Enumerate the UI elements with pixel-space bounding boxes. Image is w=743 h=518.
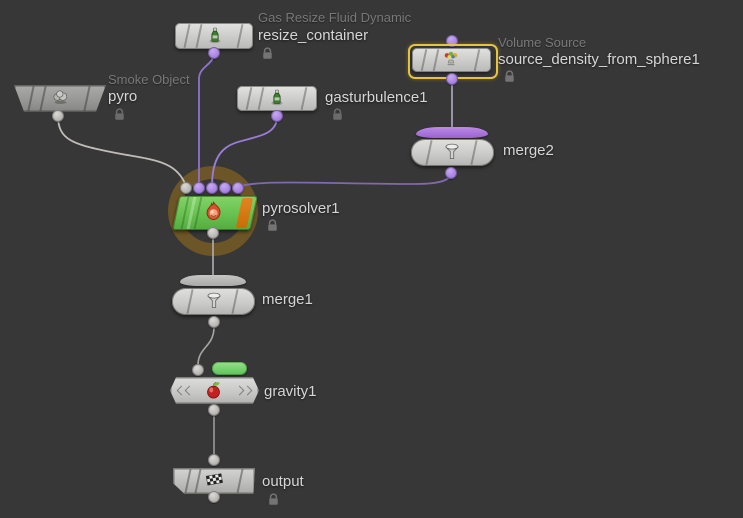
input-connector-pyrosolver1-3[interactable]: [206, 182, 218, 194]
node-divider: [184, 469, 191, 493]
lock-badge-icon: [503, 70, 516, 83]
node-divider: [300, 87, 307, 110]
output-connector-gravity1[interactable]: [208, 404, 220, 416]
node-divider: [470, 140, 478, 165]
input-connector-output[interactable]: [208, 454, 220, 466]
node-divider: [39, 86, 47, 111]
output-connector-merge1[interactable]: [208, 316, 220, 328]
node-name-label: output: [262, 473, 304, 490]
output-connector-pyrosolver1[interactable]: [207, 227, 219, 239]
node-divider: [27, 86, 35, 111]
output-connector-source-density[interactable]: [446, 73, 458, 85]
node-divider: [195, 24, 202, 48]
input-connector-gravity1[interactable]: [192, 364, 204, 376]
node-comment: Volume Source: [498, 35, 587, 50]
wire-merge2-to-pyrosolver1[interactable]: [238, 173, 452, 188]
node-divider: [231, 289, 239, 314]
smoke-object-icon: [51, 89, 70, 105]
chevron-left-icon: [184, 385, 195, 396]
node-name-label: source_density_from_sphere1: [498, 51, 700, 68]
input-connector-pyrosolver1-4[interactable]: [219, 182, 231, 194]
node-name-label: resize_container: [258, 27, 369, 44]
node-comment: Gas Resize Fluid Dynamic: [258, 10, 412, 25]
node-divider: [194, 469, 201, 493]
node-divider: [83, 86, 91, 111]
multi-input-bar-merge1[interactable]: [180, 275, 246, 286]
wire-resize-container-to-pyrosolver1[interactable]: [198, 52, 215, 187]
wire-gasturbulence1-to-pyrosolver1[interactable]: [211, 116, 278, 187]
fire-icon: [201, 200, 226, 225]
output-connector-merge2[interactable]: [445, 167, 457, 179]
output-connector-output[interactable]: [208, 491, 220, 503]
microsolver-bottle-icon: [208, 27, 222, 44]
volume-source-icon: [441, 51, 461, 67]
node-name-label: merge1: [262, 291, 313, 308]
chevron-right-icon: [234, 385, 245, 396]
node-comment: Smoke Object: [108, 72, 190, 87]
node-divider: [257, 87, 264, 110]
node-name-label: pyrosolver1: [262, 200, 340, 217]
node-divider: [245, 87, 252, 110]
merge-funnel-icon: [205, 291, 223, 311]
checkered-flag-icon: [204, 473, 224, 488]
node-name-label: pyro: [108, 88, 138, 105]
node-divider: [186, 289, 194, 314]
input-connector-pyrosolver1-5[interactable]: [232, 182, 244, 194]
input-connector-pyrosolver1-2[interactable]: [193, 182, 205, 194]
active-flag[interactable]: [212, 362, 247, 375]
node-divider: [236, 469, 243, 493]
lock-badge-icon: [261, 47, 274, 60]
node-divider: [183, 24, 190, 48]
solver-output-bar: [235, 198, 254, 228]
node-divider: [432, 49, 439, 71]
lock-badge-icon: [266, 219, 279, 232]
lock-badge-icon: [113, 108, 126, 121]
output-connector-resize-container[interactable]: [208, 47, 220, 59]
lock-badge-icon: [331, 108, 344, 121]
node-divider: [420, 49, 427, 71]
node-name-label: gravity1: [264, 383, 317, 400]
wire-pyro-to-pyrosolver1[interactable]: [57, 115, 187, 187]
input-connector-pyrosolver1-1[interactable]: [180, 182, 192, 194]
node-divider: [473, 49, 480, 71]
merge-funnel-icon: [443, 142, 461, 162]
gravity-apple-icon: [205, 380, 222, 401]
lock-badge-icon: [267, 493, 280, 506]
output-connector-pyro[interactable]: [52, 110, 64, 122]
output-connector-gasturbulence1[interactable]: [271, 110, 283, 122]
multi-input-bar-merge2[interactable]: [416, 127, 488, 138]
wire-merge1-to-gravity1[interactable]: [197, 326, 215, 366]
node-name-label: merge2: [503, 142, 554, 159]
node-divider: [236, 24, 243, 48]
node-name-label: gasturbulence1: [325, 89, 428, 106]
microsolver-bottle-icon: [270, 89, 284, 106]
node-divider: [425, 140, 433, 165]
